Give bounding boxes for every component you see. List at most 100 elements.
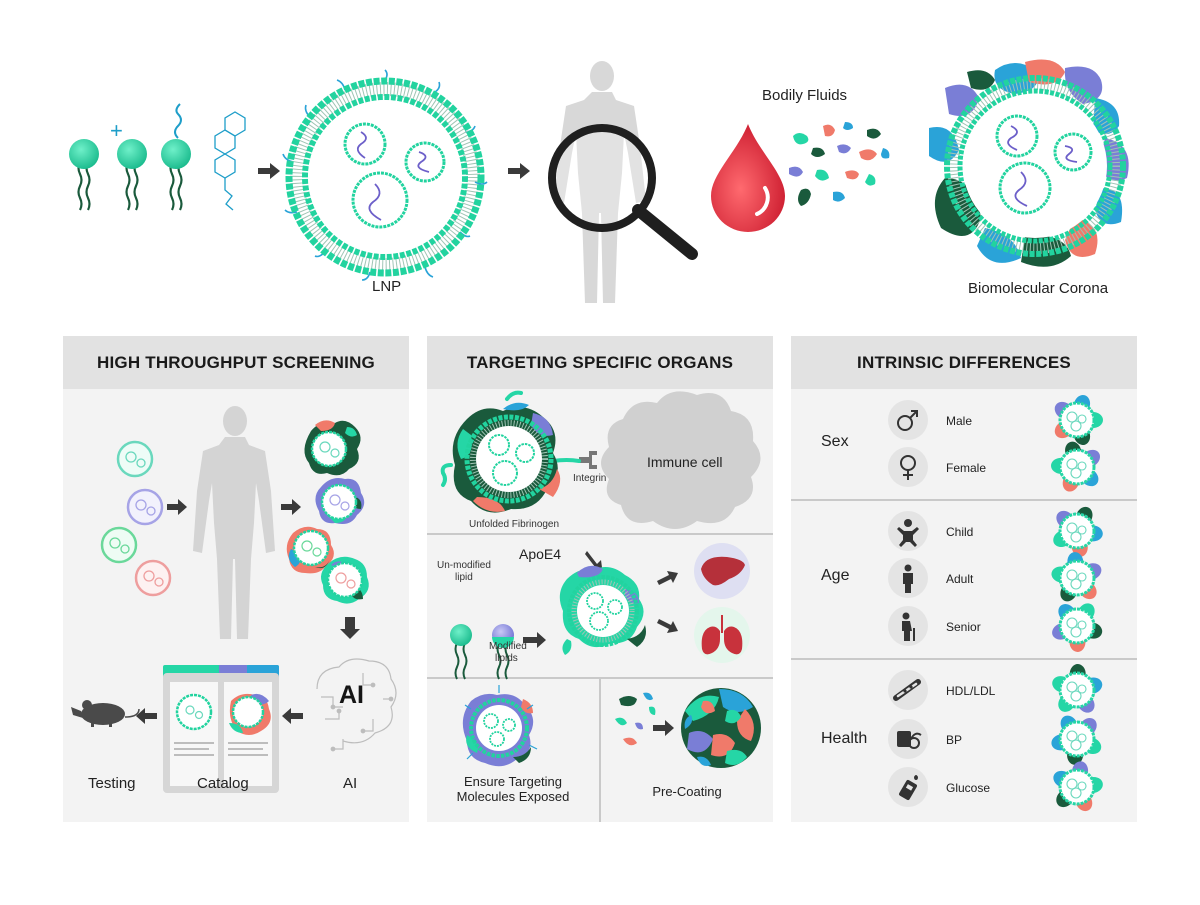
mrna-vesicle [1066,730,1078,742]
mrna-vesicle [1070,420,1082,432]
blood-vessel-icon [888,670,928,710]
lnp-label: LNP [372,278,402,295]
lnp-green [100,526,138,564]
arrow-right-icon [508,163,530,179]
intrinsic-panel: INTRINSIC DIFFERENCES Sex Age Health Mal… [791,336,1137,822]
mrna-vesicle [1070,787,1082,799]
corona-lnp [315,478,365,524]
mrna-vesicle [1066,411,1078,423]
mrna-vesicle [1070,626,1082,638]
arrow-down-right-icon [657,619,678,633]
row-label-child: Child [946,525,974,539]
modified-lipid [492,624,514,680]
mrna-vesicle [1066,617,1078,629]
apoe4-label: ApoE4 [519,546,562,562]
corona-thumbnail [1053,761,1103,812]
biomolecular-corona-illustration [929,59,1129,267]
magnifier-icon [548,124,698,260]
precoated-lnp [681,688,761,768]
mrna-vesicle [404,141,446,183]
ai-label: AI [343,775,358,792]
mrna-vesicle [1066,522,1078,534]
arrow-left-icon [282,708,303,724]
unmodified-lipid [450,624,472,680]
mrna-vesicle [1077,525,1087,535]
row-label-female: Female [946,461,987,475]
screening-illustration [71,406,397,793]
unmodified-lipid-label-line2: lipid [455,572,473,583]
adult-icon [888,558,928,598]
corona-lnp [321,556,369,604]
bodily-fluids-label: Bodily Fluids [762,87,848,104]
blood-drop-icon [711,124,785,232]
mouse-icon [71,700,140,727]
liver-icon [694,543,750,599]
ai-mark: AI [339,681,364,709]
mrna-vesicle [1077,461,1087,471]
lnp-purple [126,488,164,526]
lnp-membrane [1058,512,1096,550]
row-label-hdl-ldl: HDL/LDL [946,684,996,698]
targeting-illustration [440,390,761,768]
screening-panel-title: HIGH THROUGHPUT SCREENING [63,336,409,389]
immune-cell [601,391,761,529]
mrna-vesicle [1077,684,1087,694]
human-silhouette-icon [554,61,646,303]
targeting-panel: TARGETING SPECIFIC ORGANS [427,336,773,822]
arrow-right-icon [258,163,280,179]
arrow-right-icon [281,499,301,515]
catalog-label: Catalog [197,775,249,792]
section-divider [427,533,773,535]
lipid-molecule-2 [117,139,147,211]
arrow-down-icon [340,617,360,639]
mrna-vesicle [1070,467,1082,479]
arrow-right-icon [167,499,187,515]
mrna-vesicle [1070,690,1082,702]
mrna-vesicle [1077,781,1087,791]
arrow-right-icon [653,720,674,736]
ai-brain-icon [316,658,397,752]
row-label-bp: BP [946,733,963,747]
lipid-molecule-1 [69,139,99,211]
modified-lipids-label-line1: Modified [489,641,527,652]
corona-lnp [462,685,538,767]
lnp-membrane [1058,671,1096,709]
mrna-vesicle [1070,531,1082,543]
mrna-vesicle [1066,681,1078,693]
plus-sign: + [110,118,123,143]
integrin-icon [579,451,597,469]
mrna-vesicle [1077,572,1087,582]
screening-panel: HIGH THROUGHPUT SCREENING [63,336,409,822]
lipid-components: + [69,103,246,211]
mrna-vesicle [1066,458,1078,470]
biomolecule-fragments [789,122,890,206]
mrna-vesicle [1077,414,1087,424]
corona-thumbnail [1052,664,1103,713]
modified-lipids-label-line2: lipids [495,653,518,664]
corona-lnp [286,526,334,574]
group-label-health: Health [821,730,868,747]
lungs-icon [694,607,750,663]
mrna-vesicle [1077,733,1087,743]
row-label-male: Male [946,414,973,428]
lnp-membrane [1058,559,1096,597]
unmodified-lipid-label-line1: Un-modified [437,560,491,571]
human-silhouette-icon [193,406,275,639]
mrna-vesicle [343,122,387,166]
catalog-illustration [163,665,279,793]
arrow-right-icon [523,632,546,648]
corona-thumbnail [1053,506,1103,557]
lnp-illustration [282,69,488,281]
lipid-molecule-3 [161,103,191,211]
lnp-membrane [1058,768,1096,806]
lnp-membrane [1058,607,1096,645]
blood-pressure-icon [888,719,928,759]
immune-cell-label: Immune cell [647,454,723,470]
corona-thumbnail [1052,603,1103,652]
row-label-glucose: Glucose [946,781,991,795]
section-divider [599,677,601,822]
mrna-vesicle [1066,778,1078,790]
group-label-age: Age [821,567,850,584]
mrna-vesicle [1070,739,1082,751]
lnp-membrane [1058,401,1096,439]
